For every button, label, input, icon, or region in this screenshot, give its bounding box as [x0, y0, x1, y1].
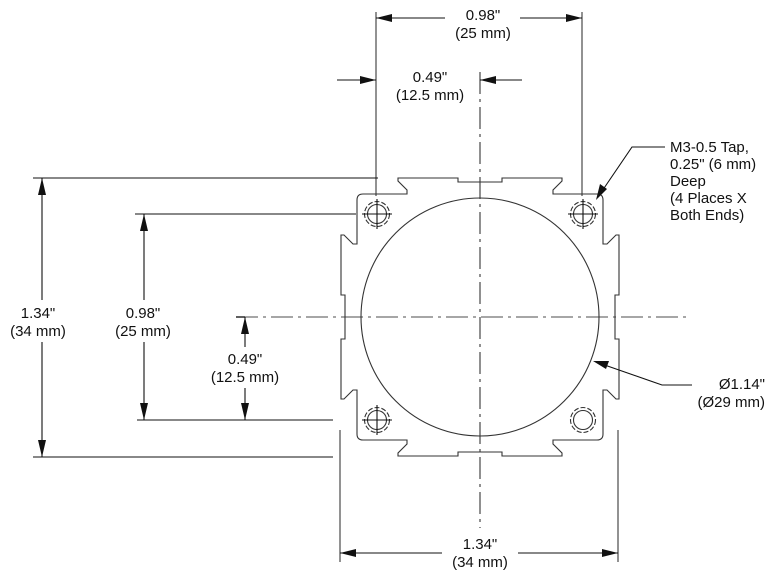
tapped-hole — [572, 409, 594, 431]
extension-lines — [33, 12, 619, 562]
callout-line: (4 Places X — [670, 190, 747, 207]
dim-top-hole-spacing: 0.98" (25 mm) — [376, 7, 582, 42]
dim-label-mm: (34 mm) — [452, 554, 508, 571]
dim-label-inch: 0.49" — [413, 69, 448, 86]
tapped-holes — [362, 199, 598, 435]
hole-crosshair — [362, 199, 392, 229]
dim-label-inch: 1.34" — [21, 305, 56, 322]
dim-label-mm: (25 mm) — [115, 323, 171, 340]
dim-left-half-spacing: 0.49" (12.5 mm) — [211, 316, 279, 420]
dim-left-hole-spacing: 0.98" (25 mm) — [115, 214, 171, 420]
dim-label-inch: 0.98" — [466, 7, 501, 24]
callout-line: M3-0.5 Tap, — [670, 139, 749, 156]
callout-line: Deep — [670, 173, 706, 190]
bore-diameter-mm: (Ø29 mm) — [698, 394, 766, 411]
dim-label-mm: (34 mm) — [10, 323, 66, 340]
dim-label-inch: 0.98" — [126, 305, 161, 322]
dim-bottom-overall: 1.34" (34 mm) — [340, 536, 618, 571]
bore-circle — [360, 197, 600, 437]
dim-left-overall: 1.34" (34 mm) — [10, 178, 66, 457]
hole-crosshair — [568, 199, 598, 229]
callout-tap: M3-0.5 Tap, 0.25" (6 mm) Deep (4 Places … — [596, 139, 756, 224]
dim-label-mm: (12.5 mm) — [211, 369, 279, 386]
hole-crosshair — [362, 405, 392, 435]
thread-circle — [569, 406, 597, 434]
dim-label-inch: 1.34" — [463, 536, 498, 553]
dim-label-mm: (25 mm) — [455, 25, 511, 42]
dim-label-inch: 0.49" — [228, 351, 263, 368]
bore-diameter-inch: Ø1.14" — [719, 376, 765, 393]
dim-top-half-spacing: 0.49" (12.5 mm) — [337, 69, 522, 104]
callout-line: Both Ends) — [670, 207, 744, 224]
callout-line: 0.25" (6 mm) — [670, 156, 756, 173]
dim-label-mm: (12.5 mm) — [396, 87, 464, 104]
